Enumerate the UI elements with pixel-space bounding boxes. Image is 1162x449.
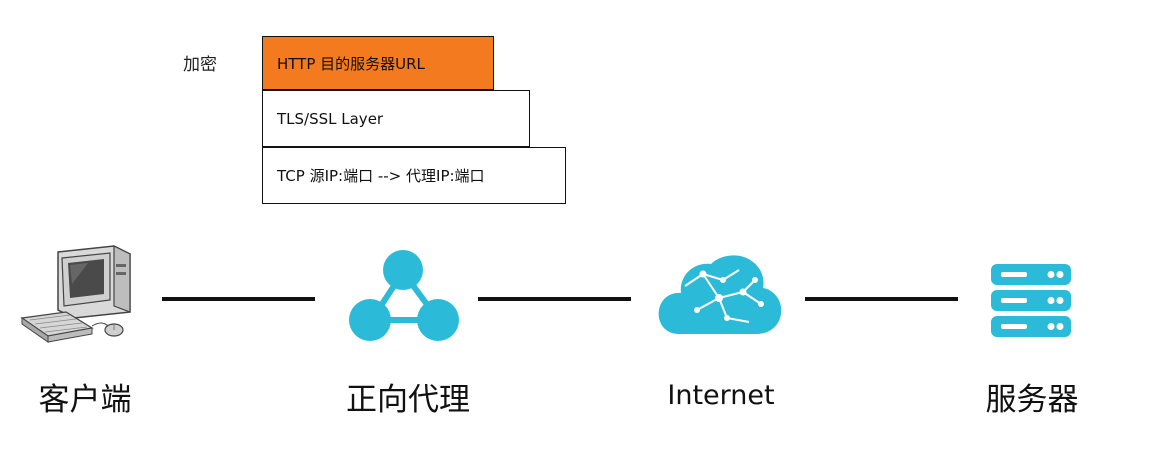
internet-server-connector [805,297,958,301]
cloud-network-icon [658,255,782,334]
http-layer-label: HTTP 目的服务器URL [277,54,425,73]
http-layer: HTTP 目的服务器URL [262,36,494,90]
client-label: 客户端 [38,382,132,418]
forward-proxy-label: 正向代理 [346,382,470,418]
client-proxy-connector [162,297,315,301]
desktop-computer-icon [20,245,131,343]
internet-label: Internet [667,380,775,411]
tcp-layer: TCP 源IP:端口 --> 代理IP:端口 [262,147,566,204]
tls-layer: TLS/SSL Layer [262,90,530,147]
tls-layer-label: TLS/SSL Layer [277,109,384,128]
proxy-internet-connector [478,297,631,301]
triangle-network-icon [349,250,459,341]
server-label: 服务器 [985,382,1079,418]
encrypt-label: 加密 [183,55,217,75]
server-stack-icon [991,264,1071,337]
tcp-layer-label: TCP 源IP:端口 --> 代理IP:端口 [277,167,485,185]
